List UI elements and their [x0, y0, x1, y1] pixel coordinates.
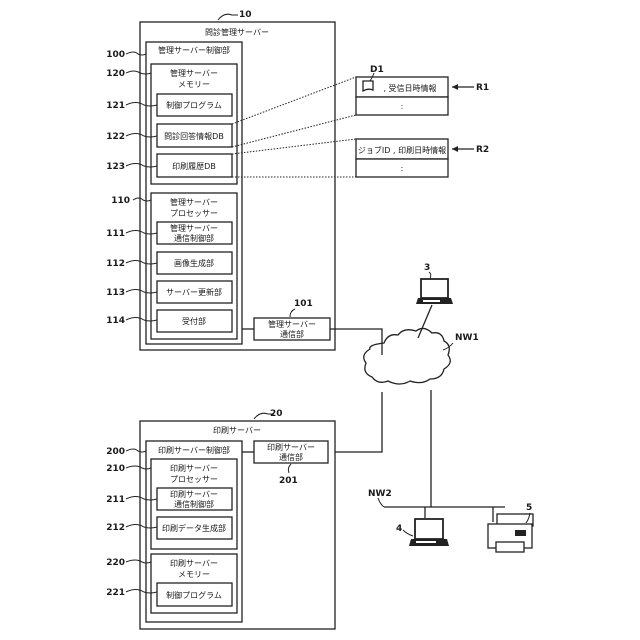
ref-220: 220 [106, 558, 125, 568]
ref-121: 121 [106, 101, 125, 111]
ref-d1: D1 [370, 65, 384, 75]
management-comm-control-label-1: 管理サーバー [170, 223, 218, 233]
print-history-db-label: 印刷履歴DB [172, 162, 216, 171]
print-memory-label-1: 印刷サーバー [170, 559, 218, 568]
arrow-r1-head [452, 84, 458, 90]
ref-112: 112 [106, 259, 125, 269]
print-comm-unit-label-2: 通信部 [279, 452, 303, 462]
ref-101: 101 [294, 299, 313, 309]
reception-label: 受付部 [182, 316, 206, 326]
management-server: 問診管理サーバー 10 管理サーバー制御部 100 管理サーバー メモリー 12… [106, 10, 335, 350]
ref-r2: R2 [476, 145, 489, 155]
management-comm-unit-label-2: 通信部 [280, 329, 304, 339]
print-comm-control-label-1: 印刷サーバー [170, 490, 218, 499]
control-program-label: 制御プログラム [166, 100, 222, 110]
record-r1-field: , 受信日時情報 [383, 83, 436, 93]
label-nw2: NW2 [368, 489, 392, 499]
management-processor-label-2: プロセッサー [170, 209, 218, 218]
label-nw1: NW1 [455, 333, 479, 343]
ref-210: 210 [106, 464, 125, 474]
ref-212: 212 [106, 523, 125, 533]
ref-111: 111 [106, 229, 125, 239]
ref-terminal-3: 3 [424, 263, 430, 273]
management-comm-unit-label-1: 管理サーバー [268, 319, 316, 329]
link-nw1-to-print [328, 392, 382, 452]
print-server: 印刷サーバー 20 印刷サーバー制御部 200 印刷サーバー プロセッサー 21… [106, 409, 335, 629]
ref-113: 113 [106, 288, 125, 298]
ref-201: 201 [279, 476, 298, 486]
ref-printer-5: 5 [526, 503, 532, 513]
leader-10 [218, 14, 238, 20]
management-server-title: 問診管理サーバー [205, 27, 269, 37]
management-comm-control-label-2: 通信制御部 [174, 233, 214, 243]
network-nw1-cloud [364, 328, 451, 384]
link-mgmt-to-nw1 [330, 329, 382, 355]
print-processor-label-1: 印刷サーバー [170, 464, 218, 473]
ref-10: 10 [239, 10, 252, 20]
record-r1: , 受信日時情報 : D1 R1 [356, 65, 489, 115]
ref-terminal-4: 4 [396, 524, 402, 534]
terminal-4-laptop-icon [409, 519, 449, 546]
ref-100: 100 [106, 50, 125, 60]
record-r2: ジョブID , 印刷日時情報 : R2 [356, 139, 489, 177]
printer-5-icon [488, 514, 533, 552]
ref-211: 211 [106, 495, 125, 505]
record-r2-field: ジョブID , 印刷日時情報 [358, 145, 446, 155]
ref-r1: R1 [476, 83, 489, 93]
ref-123: 123 [106, 162, 125, 172]
print-data-generation-label: 印刷データ生成部 [162, 523, 226, 533]
record-r1-ellipsis: : [401, 102, 404, 111]
print-processor-label-2: プロセッサー [170, 475, 218, 484]
terminal-3-laptop-icon [416, 279, 453, 304]
management-control-unit-label: 管理サーバー制御部 [158, 45, 230, 55]
ref-114: 114 [106, 316, 125, 326]
leader-nw2 [378, 498, 384, 507]
management-memory-label-2: メモリー [178, 80, 210, 89]
ref-200: 200 [106, 447, 125, 457]
print-comm-unit-label-1: 印刷サーバー [267, 443, 315, 452]
management-processor-label-1: 管理サーバー [170, 197, 218, 207]
ref-122: 122 [106, 132, 125, 142]
print-comm-control-label-2: 通信制御部 [174, 499, 214, 509]
leader-3 [429, 272, 431, 279]
ref-110: 110 [111, 196, 130, 206]
leader-4 [403, 530, 413, 536]
print-control-unit-label: 印刷サーバー制御部 [158, 445, 230, 455]
ref-20: 20 [270, 409, 283, 419]
ref-221: 221 [106, 588, 125, 598]
link-nw1-terminal3 [418, 305, 432, 338]
ref-120: 120 [106, 69, 125, 79]
management-memory-label-1: 管理サーバー [170, 68, 218, 78]
image-generation-label: 画像生成部 [174, 258, 214, 268]
questionnaire-answer-db-label: 問診回答情報DB [164, 131, 224, 141]
server-update-label: サーバー更新部 [166, 287, 222, 297]
print-control-program-label: 制御プログラム [166, 590, 222, 600]
record-r2-ellipsis: : [401, 164, 404, 173]
print-memory-label-2: メモリー [178, 570, 210, 579]
print-server-title: 印刷サーバー [213, 426, 261, 435]
arrow-r2-head [452, 146, 458, 152]
